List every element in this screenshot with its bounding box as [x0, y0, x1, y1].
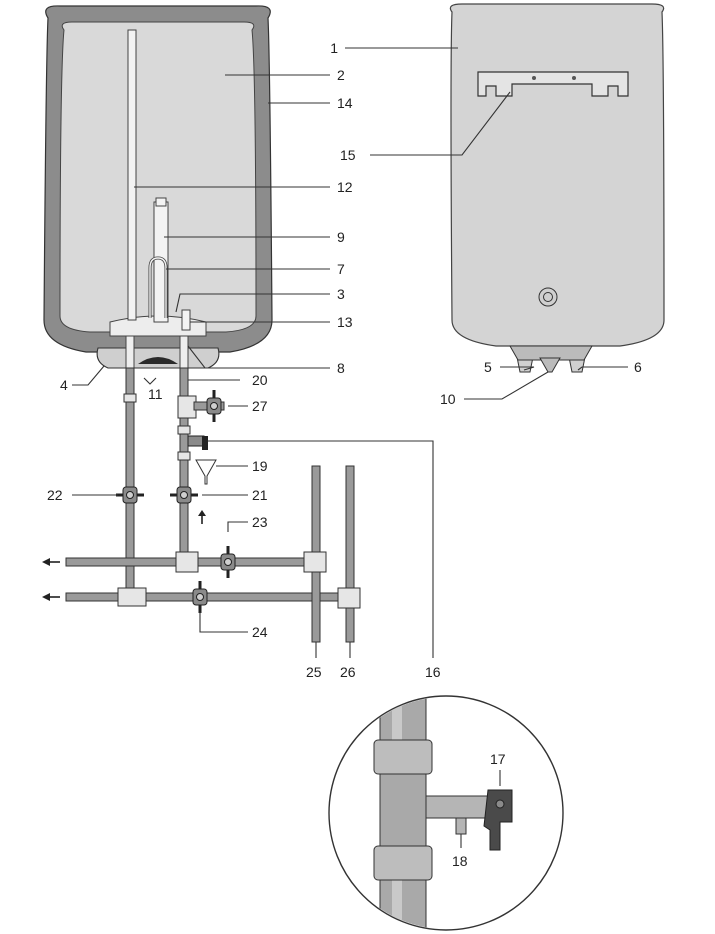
detail-nut-lower — [373, 845, 433, 881]
tee-fitting — [175, 551, 199, 573]
drain-tap-detail — [328, 695, 564, 931]
valve-23 — [220, 546, 236, 578]
valve-knob — [224, 558, 232, 566]
callout-22: 22 — [47, 487, 63, 503]
riser-26 — [345, 465, 355, 643]
callout-8: 8 — [337, 360, 345, 376]
callout-11: 11 — [148, 386, 163, 402]
callout-16: 16 — [425, 664, 441, 680]
anode-rod — [127, 29, 137, 321]
valve-24 — [192, 581, 208, 613]
valve-22 — [116, 486, 144, 504]
callout-21: 21 — [252, 487, 268, 503]
callout-20: 20 — [252, 372, 268, 388]
front-view-tank — [449, 3, 665, 373]
callout-27: 27 — [252, 398, 268, 414]
callout-13: 13 — [337, 314, 353, 330]
callout-6: 6 — [634, 359, 642, 375]
outlet-tube — [179, 335, 189, 369]
drain-tap-lever — [202, 436, 208, 450]
thermostat-cap — [155, 197, 167, 207]
temperature-sensor — [181, 309, 191, 331]
bracket-hole-left — [532, 76, 536, 80]
detail-tee-body — [379, 773, 427, 847]
callout-12: 12 — [337, 179, 353, 195]
cutaway-tank — [43, 5, 273, 369]
valve-21 — [170, 486, 198, 504]
detail-tap-lever — [483, 789, 513, 851]
valve-knob — [210, 402, 218, 410]
callout-4: 4 — [60, 377, 68, 393]
tee-fitting — [303, 551, 327, 573]
callout-2: 2 — [337, 67, 345, 83]
callout-24: 24 — [252, 624, 268, 640]
valve-knob — [196, 593, 204, 601]
bottom-plate — [509, 345, 593, 361]
valve-knob — [180, 491, 188, 499]
coupling — [177, 451, 191, 461]
callout-3: 3 — [337, 286, 345, 302]
callout-25: 25 — [306, 664, 322, 680]
callout-10: 10 — [440, 391, 456, 407]
callout-1: 1 — [330, 40, 338, 56]
tee-fitting — [117, 587, 147, 607]
leader-lines — [72, 47, 628, 848]
callout-labels: 1 2 14 15 12 9 7 3 13 8 4 11 20 27 19 21… — [47, 40, 642, 869]
tee-fitting — [337, 587, 361, 609]
valve-27 — [206, 390, 222, 422]
callout-14: 14 — [337, 95, 353, 111]
callout-18: 18 — [452, 853, 468, 869]
detail-tap-spout — [425, 795, 489, 819]
tank-inner-chamber — [59, 21, 257, 333]
indicator-window — [138, 357, 178, 364]
callout-9: 9 — [337, 229, 345, 245]
mounting-bracket — [477, 71, 629, 97]
callout-23: 23 — [252, 514, 268, 530]
valve-knob — [126, 491, 134, 499]
callout-26: 26 — [340, 664, 356, 680]
callout-7: 7 — [337, 261, 345, 277]
drain-tap — [187, 435, 205, 447]
inlet-tube — [125, 335, 135, 369]
tee-fitting — [177, 395, 197, 419]
drain-boss — [539, 357, 561, 373]
detail-nut-upper — [373, 739, 433, 775]
shutoff-valves — [116, 390, 236, 613]
drain-funnel — [195, 459, 217, 485]
callout-19: 19 — [252, 458, 268, 474]
coupling — [123, 393, 137, 403]
detail-drain-nipple — [455, 817, 467, 835]
piping-schematic — [42, 367, 361, 643]
callout-5: 5 — [484, 359, 492, 375]
bracket-hole-right — [572, 76, 576, 80]
callout-15: 15 — [340, 147, 356, 163]
indicator-lamp — [538, 287, 558, 307]
callout-17: 17 — [490, 751, 506, 767]
coupling — [177, 425, 191, 435]
